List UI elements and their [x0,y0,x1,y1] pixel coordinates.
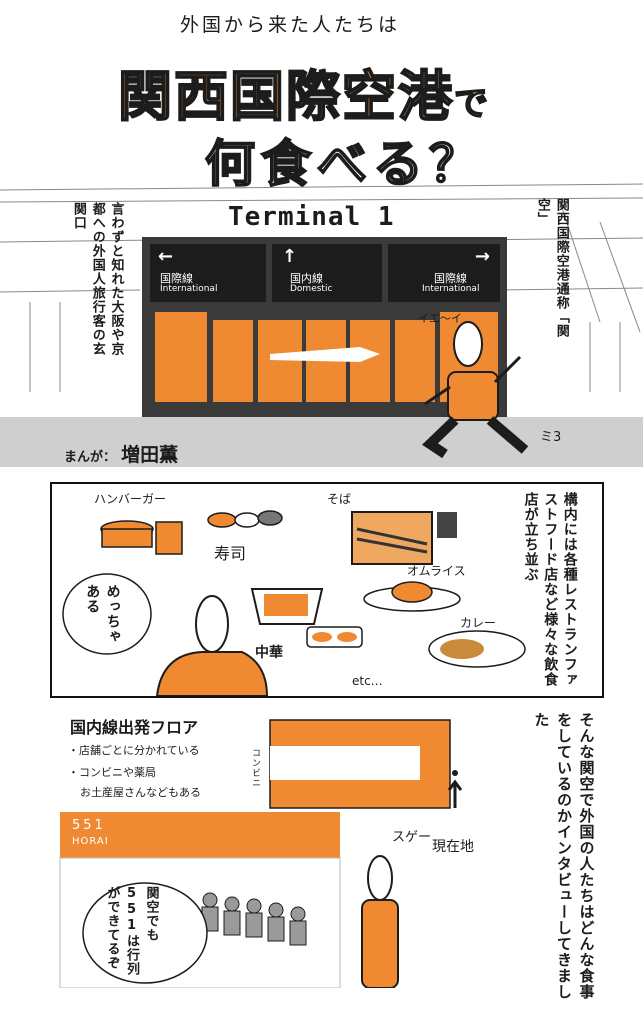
title-particle: で [453,83,489,125]
map-label-konbini: コンビニ [250,748,261,788]
board-label-jp: 国際線 [160,272,193,285]
label-sushi: 寿司 [214,544,247,563]
food-illustrations [62,510,526,696]
caption-restaurants: 構内には各種レストランファストフード店など様々な飲食店が立ち並ぶ [522,492,578,687]
floor-section: 国内線出発フロア ・店舗ごとに分かれている ・コンビニや薬局 お土産屋さんなども… [50,708,610,1018]
caption-interview: そんな関空で外国の人たちはどんな食事をしているのかインタビューしてきました [532,712,596,1000]
board-international-left: ← 国際線 International [152,244,264,302]
label-chuka: 中華 [255,645,283,661]
label-hamburger: ハンバーガー [94,492,167,506]
header-kicker: 外国から来た人たちは [180,14,401,36]
caption-kanku-nickname: 関西国際空港通称「関空」 [534,198,569,338]
floor-map [269,719,463,809]
caption-gateway: 言わずと知れた大阪や京都への外国人旅行客の玄関口 [70,202,124,356]
horai-store-illustration [59,812,399,988]
floor-bullet-2b: お土産屋さんなどもある [80,786,201,799]
label-curry: カレー [460,616,497,630]
food-panel: ハンバーガー そば 寿司 オムライス カレー 中華 etc… めっちゃある 構内… [50,482,604,698]
credit-label: まんが： [64,450,117,465]
credit: まんが： 増田薫 [64,440,178,467]
title-main: 関西国際空港 [117,64,454,129]
page-title-line2: 何食べる？ [204,134,485,194]
label-omurice: オムライス [407,564,466,578]
speech-bubble-lots: めっちゃある [84,584,121,644]
sfx-wow: スゲー [392,830,432,845]
board-label-en: International [422,284,480,294]
arrow-right-icon: → [474,246,490,267]
arrow-up-icon: ↑ [282,246,298,267]
board-label-en: Domestic [290,284,333,294]
board-international-right: → 国際線 International [390,244,498,302]
terminal-background-illustration [0,183,643,467]
map-label-current-location: 現在地 [432,839,474,855]
arrow-left-icon: ← [158,246,174,267]
credit-author: 増田薫 [121,444,179,466]
floor-bullet-1: ・店舗ごとに分かれている [68,744,200,757]
speech-bubble-551-line: 関空でも551は行列ができてるぞ [104,886,159,976]
label-soba: そば [327,492,352,506]
page-title-line1: 関西国際空港で [117,52,489,131]
label-etc: etc… [352,674,383,688]
terminal-scene: Terminal 1 ← 国際線 International ↑ 国内線 Dom… [0,182,643,467]
horai-sign-number: 551 [72,818,106,833]
floor-title: 国内線出発フロア [70,718,199,737]
board-label-jp: 国際線 [434,272,467,285]
board-label-en: International [160,284,218,294]
terminal-sign: Terminal 1 [228,202,395,232]
board-domestic: ↑ 国内線 Domestic [274,244,380,302]
sfx-motion: ミ3 [540,430,562,445]
sfx-yeah: イエ〜イ [418,312,462,325]
floor-bullet-2: ・コンビニや薬局 [68,766,156,779]
horai-sign-name: HORAI [72,836,109,847]
board-label-jp: 国内線 [290,272,323,285]
